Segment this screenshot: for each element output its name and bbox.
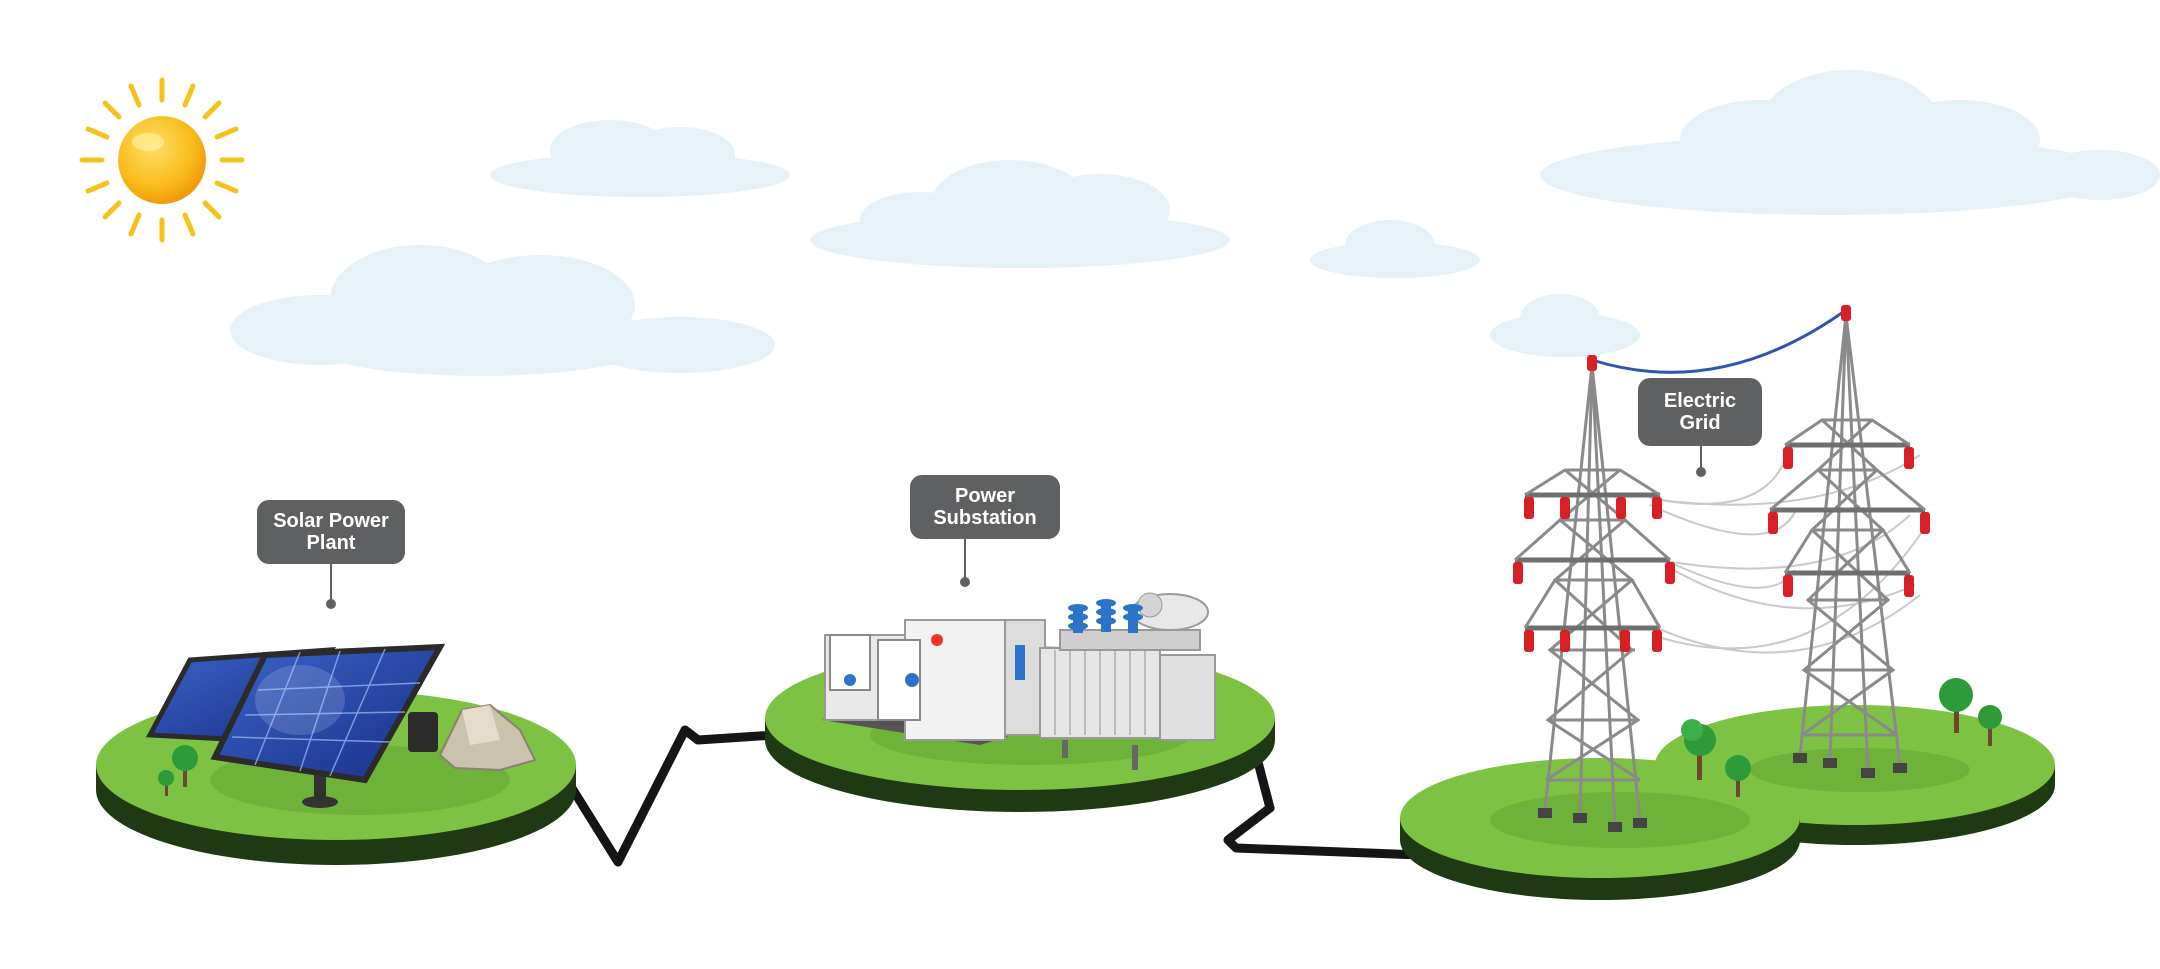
solar-label-line1: Solar Power (273, 510, 389, 532)
cloud-icon (490, 120, 790, 197)
transformer-icon (822, 592, 1216, 770)
substation-label-line1: Power (954, 485, 1016, 507)
grid-label-line1: Electric (1663, 390, 1737, 412)
grid-label-line2: Grid (1679, 412, 1721, 434)
cloud-icon (1490, 294, 1640, 357)
transmission-tower-icon (1769, 314, 1926, 771)
cloud-icon (1540, 70, 2160, 215)
label-pointers (326, 445, 1706, 609)
insulator-icons (1513, 305, 1930, 652)
solar-power-plant-label: Solar Power Plant (257, 500, 405, 564)
cable-icon (565, 725, 1425, 867)
rock-icon (408, 703, 537, 772)
cloud-icon (810, 160, 1230, 268)
solar-panel-icon (145, 643, 446, 808)
tree-icon (158, 745, 198, 796)
tower-feet (1538, 753, 1907, 832)
tree-icon (1681, 678, 2002, 797)
solar-label-line2: Plant (306, 532, 356, 554)
cloud-icon (1310, 220, 1480, 278)
top-wire (1591, 308, 1847, 374)
transmission-tower-icon (1514, 364, 1671, 826)
grid-island (1400, 705, 2055, 900)
substation-label-line2: Substation (933, 507, 1037, 529)
power-substation-label: Power Substation (910, 475, 1060, 539)
transmission-wires (1649, 454, 1931, 654)
electric-grid-label: Electric Grid (1638, 378, 1762, 446)
cloud-icon (230, 245, 775, 376)
sun-icon (79, 77, 245, 243)
